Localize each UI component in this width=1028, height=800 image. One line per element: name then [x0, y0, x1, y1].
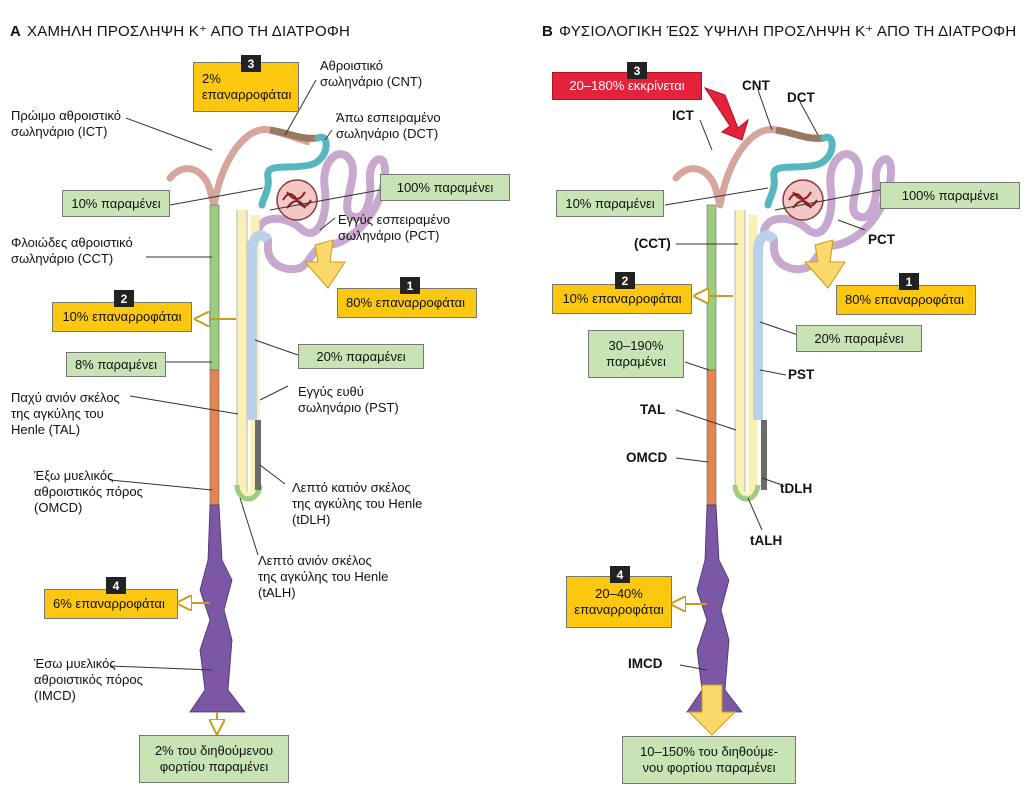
b-label-pct: PCT [868, 232, 895, 247]
panel-b-letter: B [542, 23, 554, 40]
imcd-segment-b [686, 504, 743, 713]
a-step2-badge: 2 [114, 290, 134, 307]
b-remain-30-box: 30–190% παραμένει [588, 330, 684, 378]
a-final-box: 2% του διηθούμενου φορτίου παραμένει [139, 735, 289, 783]
b-step3-text: 20–180% εκκρίνεται [569, 78, 685, 93]
a-step4-badge: 4 [106, 577, 126, 594]
a-label-omcd: Έξω μυελικός αθροιστικός πόρος (OMCD) [34, 468, 143, 515]
pct-segment [254, 150, 390, 273]
panel-a-title-text: ΧΑΜΗΛΗ ΠΡΟΣΛΗΨΗ Κ⁺ ΑΠΟ ΤΗ ΔΙΑΤΡΟΦΗ [27, 23, 351, 40]
pst-segment-b [753, 230, 778, 420]
b-label-tal: TAL [640, 402, 666, 417]
b-step4-text: 20–40% επαναρροφάται [574, 586, 664, 617]
a-label-dct: Άπω εσπειραμένο σωληνάριο (DCT) [336, 110, 441, 141]
a-remain-8-text: 8% παραμένει [74, 356, 158, 372]
b-label-omcd: OMCD [626, 450, 668, 465]
b-step2-box: 10% επαναρροφάται [552, 284, 692, 314]
panel-b-title-text: ΦΥΣΙΟΛΟΓΙΚΗ ΈΩΣ ΥΨΗΛΗ ΠΡΟΣΛΗΨΗ Κ⁺ ΑΠΟ ΤΗ… [559, 23, 1017, 40]
b-label-tdlh: tDLH [780, 481, 813, 496]
cct-segment [209, 204, 220, 371]
b-label-cct: (CCT) [634, 236, 671, 251]
dct-segment-b [764, 133, 836, 209]
a-step3-badge: 3 [241, 55, 261, 72]
b-label-talh: tALH [750, 533, 783, 548]
b-step4-box: 20–40% επαναρροφάται [566, 576, 672, 628]
b-label-cnt: CNT [742, 78, 770, 93]
a-label-tal: Παχύ ανιόν σκέλος της αγκύλης του Henle … [11, 390, 120, 437]
b-label-ict: ICT [672, 108, 694, 123]
a-step4-box: 6% επαναρροφάται [44, 589, 178, 619]
panel-b-title: B ΦΥΣΙΟΛΟΓΙΚΗ ΈΩΣ ΥΨΗΛΗ ΠΡΟΣΛΗΨΗ Κ⁺ ΑΠΟ Τ… [542, 22, 1016, 40]
tal-segment-b [735, 210, 758, 502]
b-step4-badge: 4 [610, 566, 630, 583]
b-step1-badge: 1 [899, 273, 919, 290]
omcd-segment [209, 369, 220, 506]
a-step1-badge: 1 [400, 277, 420, 294]
pst-segment [247, 230, 272, 420]
a-step4-text: 6% επαναρροφάται [53, 596, 165, 611]
b-step2-text: 10% επαναρροφάται [562, 291, 682, 306]
a-step2-text: 10% επαναρροφάται [62, 309, 182, 324]
a-label-imcd: Έσω μυελικός αθροιστικός πόρος (IMCD) [34, 656, 143, 703]
ict-segment [166, 165, 218, 209]
b-remain-30-text: 30–190% παραμένει [606, 338, 666, 369]
panel-a-letter: A [10, 23, 22, 40]
a-remain-20-box: 20% παραμένει [298, 344, 424, 369]
b-step1-text: 80% επαναρροφάται [845, 292, 965, 307]
a-remain-10-text: 10% παραμένει [71, 195, 161, 211]
a-label-pst: Εγγύς ευθύ σωληνάριο (PST) [298, 384, 399, 415]
a-remain-10-box: 10% παραμένει [62, 190, 170, 217]
b-step3-badge: 3 [627, 62, 647, 79]
a-remain-100-box: 100% παραμένει [380, 174, 510, 201]
b-label-pst: PST [788, 367, 815, 382]
panel-a-nephron [109, 79, 390, 733]
a-label-pct: Εγγύς εσπειραμένο σωληνάριο (PCT) [338, 212, 451, 243]
a-final-text: 2% του διηθούμενου φορτίου παραμένει [154, 743, 274, 774]
panel-b-nephron [664, 87, 896, 736]
b-remain-20-text: 20% παραμένει [814, 330, 904, 346]
b-label-imcd: IMCD [628, 656, 663, 671]
b-remain-10-box: 10% παραμένει [556, 190, 664, 217]
dct-segment [258, 133, 330, 209]
panel-a-title: A ΧΑΜΗΛΗ ΠΡΟΣΛΗΨΗ Κ⁺ ΑΠΟ ΤΗ ΔΙΑΤΡΟΦΗ [10, 22, 350, 40]
b-final-text: 10–150% του διηθούμε- νου φορτίου παραμέ… [640, 744, 778, 775]
imcd-segment [189, 504, 246, 713]
omcd-segment-b [706, 369, 717, 506]
a-step3-text: 2% επαναρροφάται [202, 71, 292, 102]
a-step1-text: 80% επαναρροφάται [346, 295, 466, 310]
b-final-box: 10–150% του διηθούμε- νου φορτίου παραμέ… [622, 736, 796, 784]
b-remain-20-box: 20% παραμένει [796, 325, 922, 352]
b-remain-100-text: 100% παραμένει [901, 187, 999, 203]
ict-segment-b [672, 165, 724, 209]
a-label-cct: Φλοιώδες αθροιστικό σωληνάριο (CCT) [11, 235, 133, 266]
b-step2-badge: 2 [615, 272, 635, 289]
b-remain-100-box: 100% παραμένει [880, 182, 1020, 209]
b-label-dct: DCT [787, 90, 815, 105]
a-label-talh: Λεπτό ανιόν σκέλος της αγκύλης του Henle… [258, 553, 389, 600]
b-step1-box: 80% επαναρροφάται [836, 285, 976, 315]
a-label-tdlh: Λεπτό κατιόν σκέλος της αγκύλης του Henl… [292, 480, 423, 527]
cct-segment-b [706, 204, 717, 371]
a-remain-20-text: 20% παραμένει [316, 348, 406, 364]
b-remain-10-text: 10% παραμένει [565, 195, 655, 211]
a-label-ict: Πρώιμο αθροιστικό σωληνάριο (ICT) [11, 108, 122, 139]
talh-segment-b [732, 484, 761, 502]
a-remain-8-box: 8% παραμένει [66, 352, 166, 377]
a-step1-box: 80% επαναρροφάται [337, 288, 477, 318]
a-label-cnt: Αθροιστικό σωληνάριο (CNT) [320, 58, 423, 89]
a-remain-100-text: 100% παραμένει [396, 179, 494, 195]
